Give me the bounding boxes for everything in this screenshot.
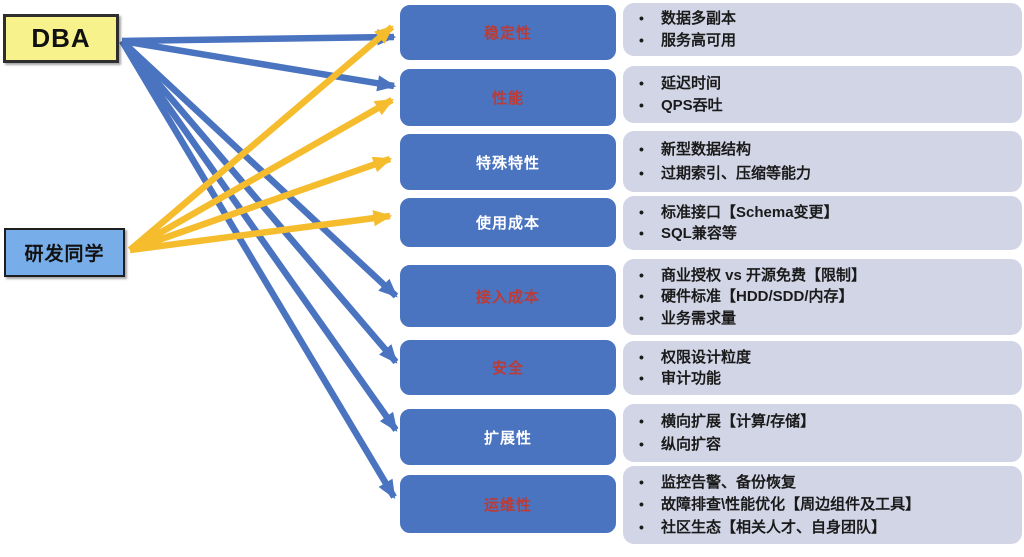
bullet-dot-icon: • [639,140,644,157]
category-box-7: 运维性 [398,473,618,535]
category-box-3: 使用成本 [398,196,618,249]
detail-panel-3: • 标准接口【Schema变更】 • SQL兼容等 [623,196,1022,250]
bullet-item: • 横向扩展【计算/存储】 [639,413,1014,430]
bullet-dot-icon: • [639,288,644,305]
arrow-dba-to-category-0 [121,29,397,46]
category-box-4: 接入成本 [398,263,618,329]
bullet-item: • 审计功能 [639,370,1014,387]
bullet-item: • 数据多副本 [639,10,1014,27]
detail-panel-6: • 横向扩展【计算/存储】 • 纵向扩容 [623,404,1022,462]
bullet-item: • 服务高可用 [639,32,1014,49]
bullet-text: 故障排查\性能优化【周边组件及工具】 [661,496,921,514]
bullet-text: 商业授权 vs 开源免费【限制】 [661,266,867,284]
detail-panel-2: • 新型数据结构 • 过期索引、压缩等能力 [623,131,1022,192]
bullet-text: 标准接口【Schema变更】 [661,203,839,221]
bullet-text: 业务需求量 [661,310,737,328]
category-box-1: 性能 [398,67,618,128]
bullet-text: 审计功能 [661,370,722,388]
category-label: 扩展性 [483,429,532,447]
category-label: 稳定性 [483,25,532,42]
bullet-text: 延迟时间 [661,74,722,92]
bullet-dot-icon: • [639,97,644,114]
bullet-text: SQL兼容等 [661,225,737,243]
actor-box-dba: DBA [3,14,119,63]
bullet-item: • 监控告警、备份恢复 [639,474,1014,491]
category-label: 特殊特性 [475,154,540,172]
bullet-item: • 标准接口【Schema变更】 [639,204,1014,221]
arrow-rd-to-category-6 [127,24,395,253]
bullet-text: 横向扩展【计算/存储】 [661,412,816,430]
bullet-text: 过期索引、压缩等能力 [661,164,812,182]
detail-panel-0: • 数据多副本 • 服务高可用 [623,3,1022,56]
bullet-text: 权限设计粒度 [661,348,752,366]
bullet-text: 社区生态【相关人才、自身团队】 [661,518,887,536]
bullet-dot-icon: • [639,310,644,327]
bullet-item: • QPS吞吐 [639,97,1014,114]
bullet-text: 纵向扩容 [661,435,722,453]
arrow-dba-to-category-1 [121,37,397,92]
bullet-dot-icon: • [639,435,644,452]
category-label: 安全 [491,360,524,377]
bullet-dot-icon: • [639,10,644,27]
category-label: 性能 [491,90,524,107]
actor-box-rd: 研发同学 [4,228,125,277]
detail-panel-7: • 监控告警、备份恢复 • 故障排查\性能优化【周边组件及工具】 • 社区生态【相关人才、… [623,466,1022,544]
bullet-item: • 硬件标准【HDD/SDD/内存】 [639,288,1014,305]
bullet-text: 硬件标准【HDD/SDD/内存】 [661,288,854,306]
bullet-dot-icon: • [639,496,644,513]
bullet-item: • 新型数据结构 [639,141,1014,158]
bullet-dot-icon: • [639,370,644,387]
bullet-text: 服务高可用 [661,31,737,49]
arrow-rd-to-category-9 [129,210,393,254]
category-box-6: 扩展性 [398,407,618,467]
bullet-item: • 业务需求量 [639,310,1014,327]
bullet-item: • 延迟时间 [639,75,1014,92]
category-box-0: 稳定性 [398,3,618,62]
bullet-dot-icon: • [639,203,644,220]
bullet-item: • 纵向扩容 [639,436,1014,453]
bullet-dot-icon: • [639,518,644,535]
bullet-item: • 权限设计粒度 [639,349,1014,366]
bullet-dot-icon: • [639,164,644,181]
detail-panel-4: • 商业授权 vs 开源免费【限制】 • 硬件标准【HDD/SDD/内存】 • 业务需求量 [623,259,1022,335]
actor-label: DBA [31,23,91,53]
detail-panel-1: • 延迟时间 • QPS吞吐 [623,66,1022,123]
bullet-text: QPS吞吐 [661,97,723,115]
detail-panel-5: • 权限设计粒度 • 审计功能 [623,341,1022,395]
bullet-text: 新型数据结构 [661,140,752,158]
arrow-rd-to-category-8 [128,155,393,254]
bullet-item: • 商业授权 vs 开源免费【限制】 [639,267,1014,284]
bullet-dot-icon: • [639,266,644,283]
bullet-dot-icon: • [639,348,644,365]
bullet-text: 监控告警、备份恢复 [661,474,797,492]
bullet-item: • 过期索引、压缩等能力 [639,165,1014,182]
bullet-dot-icon: • [639,412,644,429]
bullet-dot-icon: • [639,74,644,91]
bullet-dot-icon: • [639,31,644,48]
bullet-item: • SQL兼容等 [639,225,1014,242]
arrow-dba-to-category-5 [119,39,397,499]
category-label: 使用成本 [475,215,540,232]
category-box-5: 安全 [398,338,618,397]
bullet-text: 数据多副本 [661,10,737,28]
category-box-2: 特殊特性 [398,132,618,192]
bullet-dot-icon: • [639,474,644,491]
category-label: 接入成本 [475,288,540,306]
actor-label: 研发同学 [24,244,105,265]
arrow-dba-to-category-2 [119,38,399,299]
arrow-rd-to-category-7 [128,97,394,253]
bullet-item: • 故障排查\性能优化【周边组件及工具】 [639,496,1014,513]
category-label: 运维性 [483,496,532,514]
bullet-dot-icon: • [639,225,644,242]
bullet-item: • 社区生态【相关人才、自身团队】 [639,519,1014,536]
